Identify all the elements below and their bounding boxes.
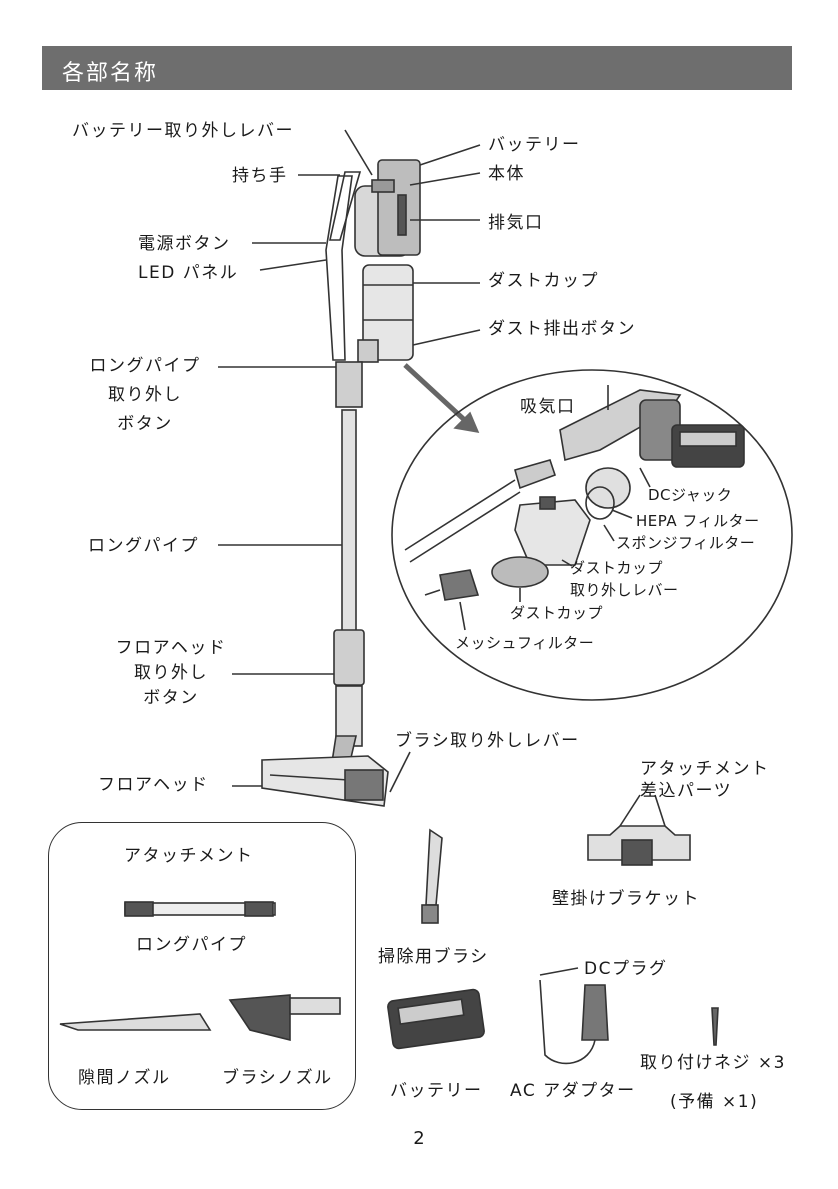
label-power-button: 電源ボタン: [138, 233, 231, 255]
label-battery: バッテリー: [488, 134, 581, 156]
label-dc-jack: DCジャック: [648, 484, 732, 506]
label-hepa-filter: HEPA フィルター: [636, 510, 760, 532]
label-spare-battery: バッテリー: [390, 1080, 483, 1102]
label-dust-eject-button: ダスト排出ボタン: [488, 318, 636, 340]
label-dust-cup-release: ダストカップ 取り外しレバー: [570, 557, 679, 601]
label-attachment-slot-line1: アタッチメント: [640, 758, 770, 780]
hepa-shape: [586, 468, 630, 508]
label-dc-plug: DCプラグ: [584, 958, 667, 980]
screw-shape: [712, 1008, 718, 1045]
label-screws: 取り付けネジ ×3: [640, 1052, 786, 1074]
label-crevice-nozzle: 隙間ノズル: [78, 1067, 171, 1089]
label-dust-cup-release-line1: ダストカップ: [570, 557, 679, 579]
label-floor-head-release: フロアヘッド 取り外し ボタン: [104, 637, 238, 709]
label-dust-cup-inner: ダストカップ: [510, 602, 603, 624]
label-intake: 吸気口: [520, 396, 576, 418]
label-sponge-filter: スポンジフィルター: [616, 532, 755, 554]
page-number: 2: [0, 1128, 838, 1149]
label-attachment-group: アタッチメント: [124, 845, 254, 867]
label-brush-nozzle: ブラシノズル: [222, 1067, 333, 1089]
label-long-pipe-release: ロングパイプ 取り外し ボタン: [78, 355, 212, 435]
label-long-pipe-release-line1: ロングパイプ: [78, 355, 212, 377]
label-dust-cup-release-line2: 取り外しレバー: [570, 579, 679, 601]
ac-adapter-shape: [582, 985, 608, 1040]
label-attachment-slot-line2: 差込パーツ: [640, 780, 770, 802]
label-screws-spare: (予備 ×1): [670, 1091, 758, 1113]
label-floor-head-release-line2: 取り外し: [104, 662, 238, 684]
cleaning-brush-shape: [426, 830, 442, 905]
label-wall-bracket: 壁掛けブラケット: [552, 888, 700, 910]
label-floor-head-release-line1: フロアヘッド: [104, 637, 238, 659]
label-cleaning-brush: 掃除用ブラシ: [378, 946, 489, 968]
label-led-panel: LED パネル: [138, 262, 238, 284]
label-long-pipe-release-line3: ボタン: [78, 413, 212, 435]
label-attachment-slot: アタッチメント 差込パーツ: [640, 758, 770, 802]
label-body: 本体: [488, 163, 525, 185]
label-long-pipe-release-line2: 取り外し: [78, 384, 212, 406]
label-ac-adapter: AC アダプター: [510, 1080, 636, 1102]
label-brush-release-lever: ブラシ取り外しレバー: [395, 730, 580, 752]
label-floor-head-release-line3: ボタン: [104, 687, 238, 709]
label-floor-head: フロアヘッド: [98, 774, 209, 796]
label-long-pipe: ロングパイプ: [88, 535, 199, 557]
label-dust-cup: ダストカップ: [488, 270, 599, 292]
label-mesh-filter: メッシュフィルター: [455, 632, 594, 654]
label-handle: 持ち手: [232, 165, 288, 187]
label-exhaust: 排気口: [488, 212, 544, 234]
label-battery-release-lever: バッテリー取り外しレバー: [72, 120, 294, 142]
long-pipe-shape: [342, 410, 356, 635]
mesh-filter-shape: [440, 570, 478, 600]
label-attach-long-pipe: ロングパイプ: [136, 934, 247, 956]
